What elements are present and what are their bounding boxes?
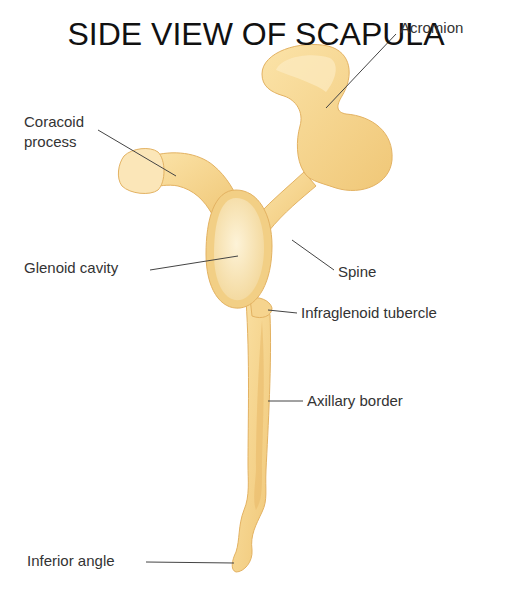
glenoid-face — [214, 198, 264, 300]
leader-line — [150, 256, 238, 270]
acromion-highlight — [276, 55, 336, 92]
leader-line — [98, 130, 176, 176]
axillary-shade — [254, 320, 264, 510]
part-label: Coracoid process — [24, 112, 106, 152]
leader-line — [268, 310, 297, 313]
part-label: Acromion — [400, 18, 463, 38]
acromion-bone — [262, 44, 392, 190]
leader-line — [146, 562, 234, 563]
leader-line — [292, 240, 334, 270]
part-label: Inferior angle — [27, 551, 115, 571]
leader-line — [268, 401, 303, 402]
part-label: Glenoid cavity — [24, 258, 118, 278]
part-label: Axillary border — [307, 391, 403, 411]
axillary-border-bone — [232, 300, 270, 572]
glenoid-rim — [206, 190, 272, 308]
part-label: Spine — [338, 262, 376, 282]
part-label: Infraglenoid tubercle — [301, 303, 437, 323]
